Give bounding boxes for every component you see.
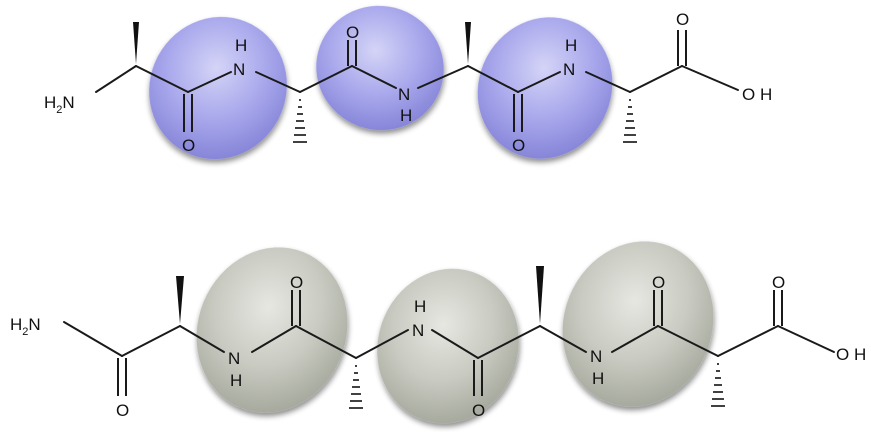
bottom-hash-1 [349,365,363,409]
bottom-wedge-2 [536,266,544,324]
top-carbonyl-bonds [183,30,687,132]
top-n-terminal-label: H2N [44,93,75,116]
bottom-peptide-highlight-3 [562,241,714,407]
top-o4: O [676,10,689,29]
top-oh: O H [742,85,772,104]
bottom-carbonyl-bonds [117,290,783,396]
bottom-o2: O [290,273,303,292]
top-wedge-2 [465,22,471,64]
top-wedge-1 [133,22,139,64]
top-peptide-highlight-3 [477,17,613,159]
top-nh2-n: N [398,85,410,104]
top-peptide-highlight-1 [149,16,287,160]
top-nh3-h: H [565,36,577,55]
bottom-nh1-h: H [230,371,242,390]
top-hash-1 [293,99,307,143]
bottom-n-terminal-label: H2N [10,315,41,338]
bottom-peptide-highlight-1 [196,247,348,413]
bottom-wedge-1 [176,276,184,324]
bottom-molecule: H2N O N H O N H O N H O O O H [10,241,866,424]
bottom-nh3-n: N [590,347,602,366]
bottom-nh2-n: N [412,321,424,340]
top-nh1-n: N [233,60,245,79]
top-nh2-h: H [400,106,412,125]
top-o3: O [512,136,525,155]
bottom-hash-2 [711,363,725,407]
bottom-nh3-h: H [592,369,604,388]
bottom-nh2-h: H [414,297,426,316]
bottom-oh: O H [836,345,866,364]
bottom-o1: O [116,401,129,420]
bottom-backbone-bonds [63,321,835,359]
top-o1: O [182,136,195,155]
top-peptide-highlight-2 [316,5,444,131]
bottom-o5: O [772,273,785,292]
bottom-nh1-n: N [228,349,240,368]
top-backbone-bonds [95,65,739,93]
bottom-o3: O [472,401,485,420]
top-nh3-n: N [563,60,575,79]
bottom-o4: O [652,273,665,292]
top-hash-2 [623,99,637,143]
top-molecule: H2N N H O O N H N H O O O H [44,5,772,160]
top-nh1-h: H [235,36,247,55]
top-o2: O [346,23,359,42]
bottom-peptide-highlight-2 [377,268,519,424]
